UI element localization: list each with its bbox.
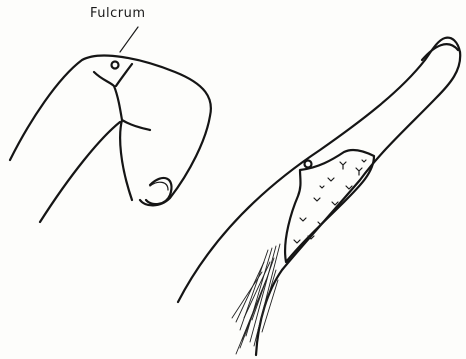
fulcrum-pivot bbox=[112, 62, 119, 69]
wound-region bbox=[285, 150, 374, 262]
extended-finger-diagram bbox=[178, 38, 460, 355]
wound-speckles bbox=[294, 160, 366, 243]
extended-pivot bbox=[305, 161, 312, 168]
fulcrum-leader-line bbox=[120, 27, 138, 52]
bent-finger-inner-line bbox=[40, 122, 120, 222]
extended-finger-dorsal-outline bbox=[178, 38, 460, 302]
palm-shading bbox=[232, 244, 280, 354]
tendon-hinge bbox=[94, 64, 150, 200]
bent-finger-diagram bbox=[10, 56, 211, 222]
extended-finger-palmar-outline bbox=[256, 52, 460, 355]
